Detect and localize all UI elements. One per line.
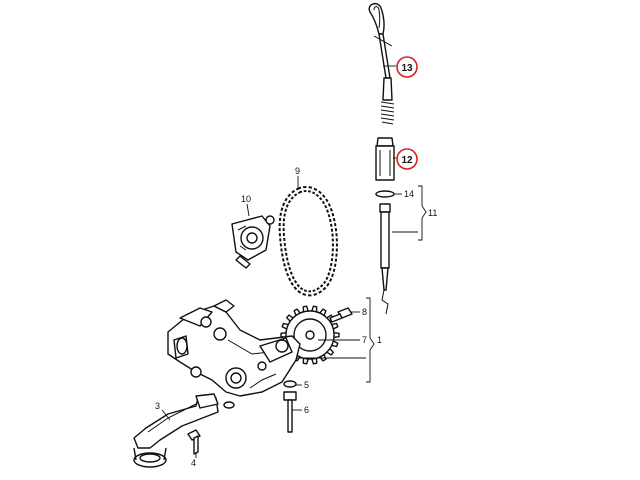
dipstick-tube-part (375, 137, 395, 315)
chain-tensioner-part (231, 215, 275, 269)
bolt-4-part (187, 429, 201, 455)
callout-7: 7 (362, 335, 367, 345)
callout-6: 6 (304, 405, 309, 415)
callout-1: 1 (377, 335, 382, 345)
callout-11: 11 (428, 208, 437, 218)
callout-4: 4 (191, 458, 196, 468)
callout-5: 5 (304, 380, 309, 390)
timing-chain-part (278, 186, 338, 297)
dipstick-part (368, 2, 395, 125)
callout-9: 9 (295, 166, 300, 176)
highlight-circle-13 (396, 56, 418, 78)
leader-lines (161, 65, 427, 458)
bolt-6-part (283, 380, 297, 433)
callout-10: 10 (241, 194, 251, 204)
callout-12: 12 (401, 155, 413, 166)
callout-8: 8 (362, 307, 367, 317)
highlight-circle-12 (396, 148, 418, 170)
callout-14: 14 (404, 189, 414, 199)
oil-pump-body-part (167, 299, 301, 397)
suction-pipe-part (133, 393, 219, 468)
bolt-8-part (329, 307, 353, 323)
callout-13: 13 (401, 63, 413, 74)
callout-labels: 1 3 4 5 6 7 8 9 10 11 14 13 12 (155, 56, 437, 468)
washer-part (223, 401, 235, 409)
callout-3: 3 (155, 401, 160, 411)
